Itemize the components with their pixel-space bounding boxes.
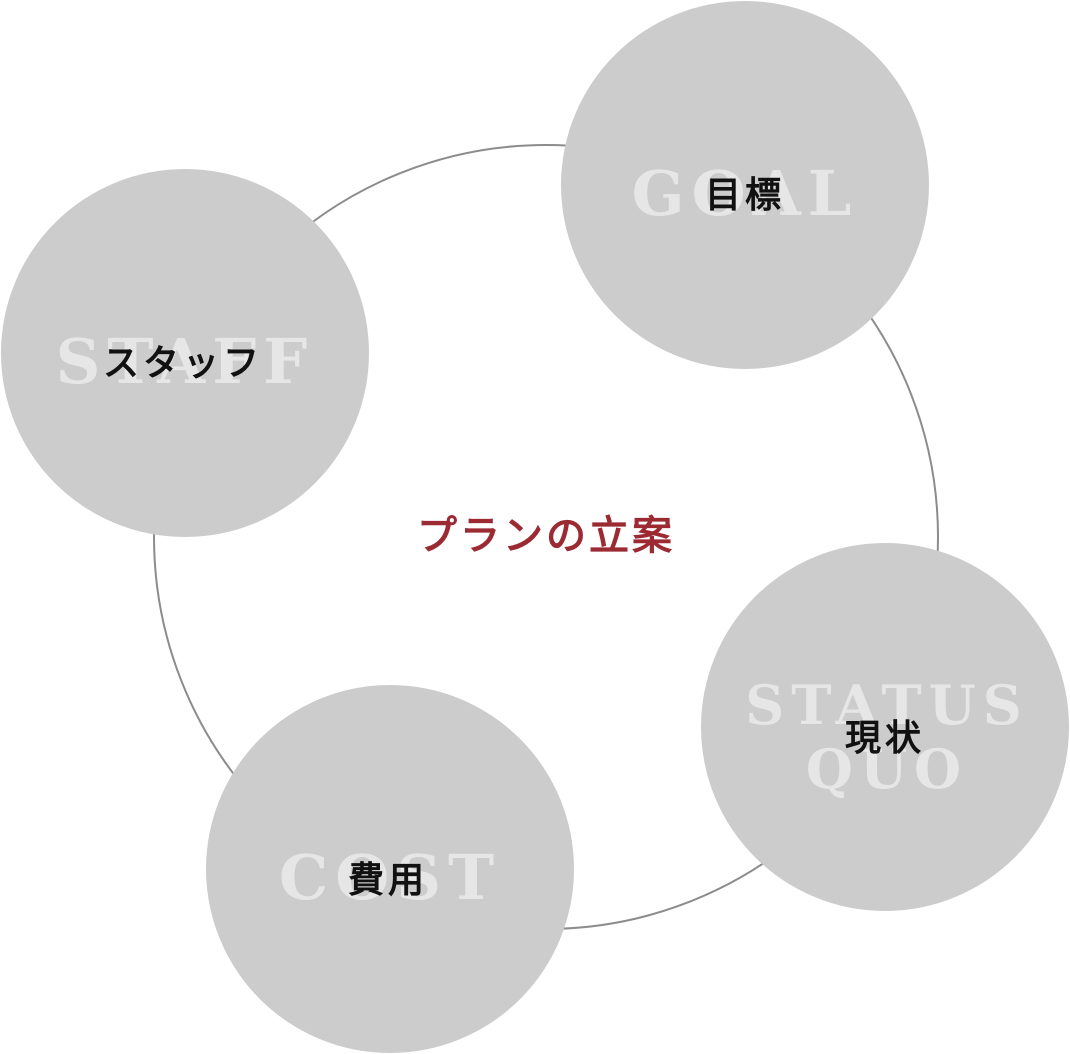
node-goal-label: 目標: [705, 175, 785, 216]
node-staff-label: スタッフ: [103, 343, 263, 384]
node-status-circle: [701, 543, 1069, 911]
node-cost: COST 費用: [206, 685, 574, 1053]
node-goal-circle: [561, 1, 929, 369]
node-cost-label: 費用: [348, 860, 428, 901]
node-cost-circle: [206, 685, 574, 1053]
center-title: プランの立案: [417, 513, 675, 559]
node-staff-circle: [1, 169, 369, 537]
node-status-bg-word-line2: QUO: [806, 737, 968, 801]
node-status-label: 現状: [845, 718, 925, 759]
node-status: STATUS QUO 現状: [701, 543, 1069, 911]
node-cost-bg-word: COST: [279, 841, 501, 914]
node-staff-bg-word: STAFF: [56, 325, 315, 398]
node-status-bg-word-line1: STATUS: [745, 673, 1028, 737]
node-goal-bg-word: GOAL: [632, 157, 859, 230]
node-goal: GOAL 目標: [561, 1, 929, 369]
node-staff: STAFF スタッフ: [1, 169, 369, 537]
